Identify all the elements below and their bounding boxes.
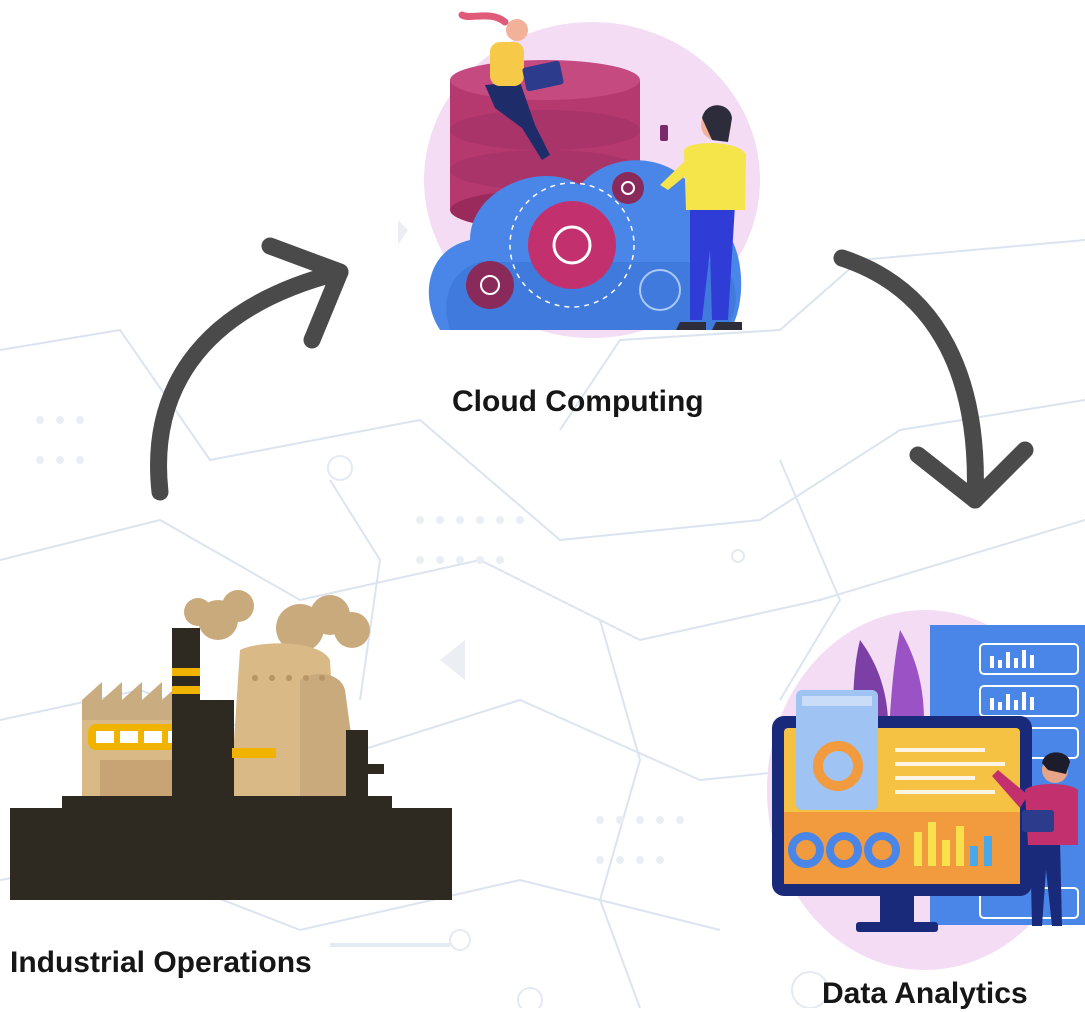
cloud-computing-label: Cloud Computing bbox=[452, 385, 704, 418]
analytics-dashboard-illustration bbox=[767, 610, 1085, 970]
factory-illustration bbox=[10, 590, 452, 900]
cloud-computing-illustration bbox=[424, 11, 760, 338]
arrow-cloud-to-data bbox=[833, 249, 1034, 509]
arrow-industrial-to-cloud bbox=[150, 237, 349, 501]
industrial-operations-label: Industrial Operations bbox=[10, 946, 312, 979]
data-analytics-label: Data Analytics bbox=[822, 977, 1028, 1010]
